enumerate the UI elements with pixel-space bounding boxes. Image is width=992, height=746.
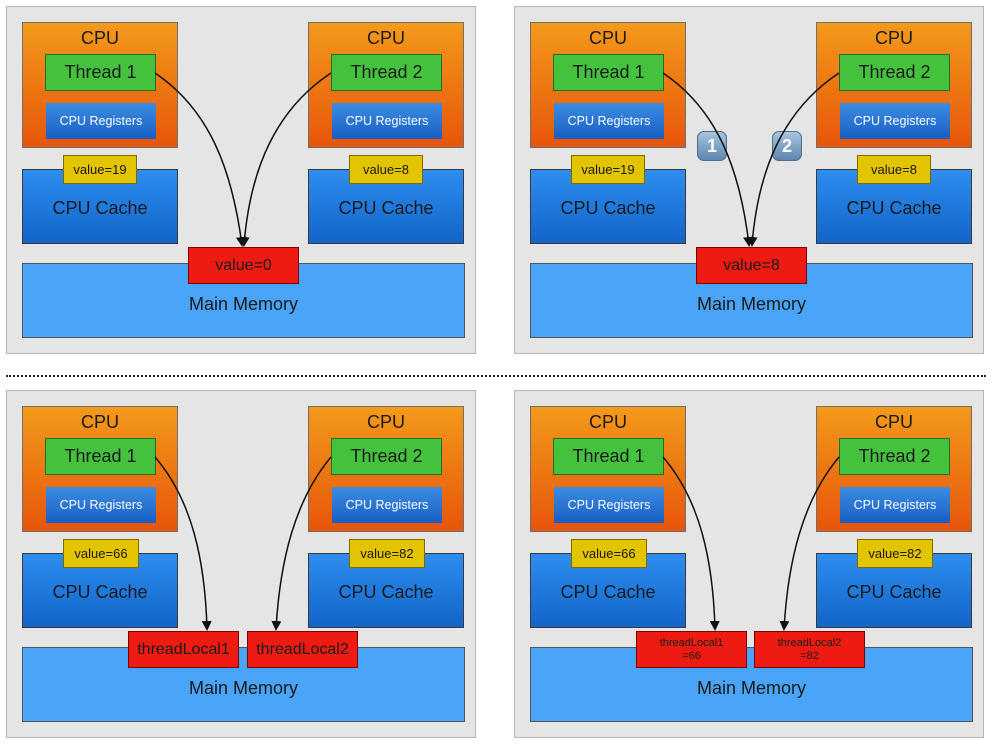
main-memory-thread-local-2: threadLocal2 =82 bbox=[754, 631, 865, 668]
cpu-registers: CPU Registers bbox=[840, 487, 950, 523]
cpu-1: CPU Thread 1 CPU Registers bbox=[22, 406, 178, 532]
main-memory-value: value=8 bbox=[696, 247, 807, 284]
arrow-thread2-to-thread-local-2 bbox=[271, 456, 332, 631]
thread-2: Thread 2 bbox=[331, 438, 442, 475]
cpu-label: CPU bbox=[80, 412, 119, 432]
cpu-1: CPU Thread 1 CPU Registers bbox=[22, 22, 178, 148]
section-divider bbox=[6, 375, 986, 377]
main-memory: Main Memory bbox=[530, 647, 973, 722]
main-memory-label: Main Memory bbox=[188, 294, 299, 314]
cache-2-value: value=8 bbox=[349, 155, 423, 184]
thread-2: Thread 2 bbox=[839, 438, 950, 475]
main-memory-thread-local-1: threadLocal1 bbox=[128, 631, 239, 668]
main-memory-value: value=0 bbox=[188, 247, 299, 284]
arrow-thread1-to-thread-local-1 bbox=[154, 456, 212, 631]
thread-local-1-value: =66 bbox=[682, 650, 701, 662]
thread-local-2-name: threadLocal2 bbox=[777, 637, 842, 649]
main-memory-thread-local-1: threadLocal1 =66 bbox=[636, 631, 747, 668]
cpu-label: CPU bbox=[874, 412, 913, 432]
cpu-registers: CPU Registers bbox=[46, 103, 156, 139]
cache-2-value: value=82 bbox=[349, 539, 425, 568]
cache-1-value: value=66 bbox=[571, 539, 647, 568]
cpu-2: CPU Thread 2 CPU Registers bbox=[816, 22, 972, 148]
arrow-thread2-to-memory bbox=[747, 72, 840, 247]
cpu-label: CPU bbox=[588, 28, 627, 48]
main-memory-label: Main Memory bbox=[696, 678, 807, 698]
arrow-thread2-to-thread-local-2 bbox=[779, 456, 840, 631]
cpu-registers: CPU Registers bbox=[554, 487, 664, 523]
main-memory: Main Memory bbox=[22, 647, 465, 722]
cpu-1: CPU Thread 1 CPU Registers bbox=[530, 406, 686, 532]
arrow-thread1-to-thread-local-1 bbox=[662, 456, 720, 631]
cpu-registers: CPU Registers bbox=[554, 103, 664, 139]
cache-2-value: value=8 bbox=[857, 155, 931, 184]
cpu-2: CPU Thread 2 CPU Registers bbox=[308, 406, 464, 532]
arrow-thread1-to-memory bbox=[662, 72, 754, 247]
cpu-registers: CPU Registers bbox=[840, 103, 950, 139]
main-memory-label: Main Memory bbox=[188, 678, 299, 698]
thread-1: Thread 1 bbox=[553, 438, 664, 475]
thread-2: Thread 2 bbox=[331, 54, 442, 91]
panel-thread-local-before: CPU Thread 1 CPU Registers CPU Thread 2 … bbox=[6, 390, 476, 738]
thread-local-1-name: threadLocal1 bbox=[659, 637, 724, 649]
cache-2-value: value=82 bbox=[857, 539, 933, 568]
cpu-label: CPU bbox=[588, 412, 627, 432]
panel-thread-local-after: CPU Thread 1 CPU Registers CPU Thread 2 … bbox=[514, 390, 984, 738]
arrow-thread1-to-memory bbox=[154, 72, 246, 247]
step-1-badge: 1 bbox=[697, 131, 727, 161]
main-memory-thread-local-2: threadLocal2 bbox=[247, 631, 358, 668]
thread-local-2-value: =82 bbox=[800, 650, 819, 662]
cache-1-value: value=19 bbox=[63, 155, 137, 184]
cache-1-value: value=19 bbox=[571, 155, 645, 184]
cpu-label: CPU bbox=[874, 28, 913, 48]
cpu-registers: CPU Registers bbox=[46, 487, 156, 523]
cpu-label: CPU bbox=[80, 28, 119, 48]
thread-2: Thread 2 bbox=[839, 54, 950, 91]
thread-1: Thread 1 bbox=[45, 438, 156, 475]
main-memory-label: Main Memory bbox=[696, 294, 807, 314]
arrow-thread2-to-memory bbox=[239, 72, 332, 247]
cpu-1: CPU Thread 1 CPU Registers bbox=[530, 22, 686, 148]
panel-shared-variable-after: CPU Thread 1 CPU Registers CPU Thread 2 … bbox=[514, 6, 984, 354]
cache-1-value: value=66 bbox=[63, 539, 139, 568]
cpu-registers: CPU Registers bbox=[332, 103, 442, 139]
cpu-label: CPU bbox=[366, 412, 405, 432]
cpu-registers: CPU Registers bbox=[332, 487, 442, 523]
cpu-2: CPU Thread 2 CPU Registers bbox=[308, 22, 464, 148]
cpu-2: CPU Thread 2 CPU Registers bbox=[816, 406, 972, 532]
panel-shared-variable-before: CPU Thread 1 CPU Registers CPU Thread 2 … bbox=[6, 6, 476, 354]
cpu-label: CPU bbox=[366, 28, 405, 48]
